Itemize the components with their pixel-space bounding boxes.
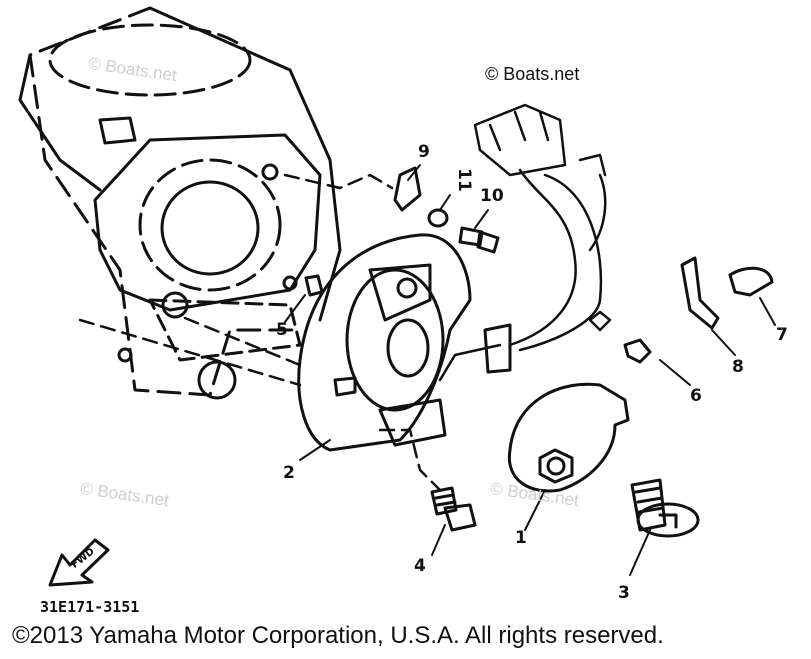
callout-7: 7	[776, 325, 788, 345]
bolt-4	[430, 486, 477, 532]
callout-5: 5	[276, 320, 288, 340]
diagram-part-number: 31E171-3151	[40, 598, 140, 616]
callout-6: 6	[690, 386, 702, 406]
guide-lines	[78, 173, 442, 492]
callout-11: 11	[453, 168, 474, 192]
crankcase-outline	[18, 6, 342, 400]
fwd-arrow-icon	[48, 538, 110, 587]
wire-harness	[438, 103, 612, 382]
pulser-plate	[507, 382, 630, 493]
clamp-9	[393, 166, 422, 212]
bolt-3	[630, 478, 700, 538]
leader-lines	[284, 164, 776, 576]
callout-1: 1	[515, 528, 527, 548]
watermark-credit: © Boats.net	[485, 64, 580, 84]
bolt-10	[458, 226, 500, 254]
callout-3: 3	[618, 583, 630, 603]
callout-9: 9	[418, 142, 430, 162]
clamp-7	[728, 266, 774, 297]
stator-base-plate	[297, 233, 512, 452]
callout-10: 10	[480, 186, 504, 206]
dowel-pin-5	[304, 274, 324, 297]
bracket-8	[680, 256, 720, 330]
callout-8: 8	[732, 357, 744, 377]
callout-4: 4	[414, 556, 426, 576]
callout-2: 2	[283, 463, 295, 483]
copyright-notice: ©2013 Yamaha Motor Corporation, U.S.A. A…	[12, 622, 664, 649]
clip-6	[623, 338, 652, 364]
washer-11	[427, 208, 449, 228]
